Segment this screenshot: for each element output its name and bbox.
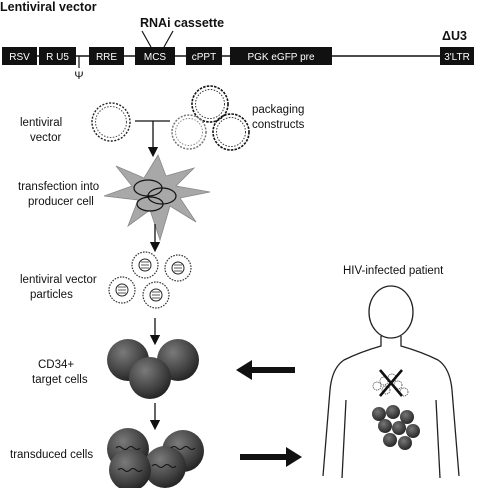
cd34-label-2: target cells <box>32 374 88 386</box>
transfection-label-2: producer cell <box>28 196 94 208</box>
figure-title: Lentiviral vector <box>0 0 97 14</box>
cd34-target-cells <box>107 339 199 399</box>
vector-particles <box>108 251 192 309</box>
infected-cells-with-cross <box>372 369 409 397</box>
particles-label-2: particles <box>30 289 73 301</box>
segment-ru5-label: R U5 <box>46 52 69 63</box>
segment-3ltr <box>440 47 474 65</box>
segment-mcs <box>135 47 175 65</box>
vector-construct: RSV R U5 RRE MCS cPPT PGK eGFP pre 3'LTR… <box>2 30 474 82</box>
transplanted-cells-in-patient <box>372 405 420 450</box>
segment-rsv-label: RSV <box>9 52 30 63</box>
segment-cppt-label: cPPT <box>192 52 216 63</box>
particles-label-1: lentiviral vector <box>20 274 97 286</box>
segment-cppt <box>186 47 222 65</box>
transduced-label: transduced cells <box>10 449 93 461</box>
cd34-label-1: CD34+ <box>38 359 74 371</box>
patient-label: HIV-infected patient <box>343 265 444 277</box>
packaging-plasmids <box>171 85 250 151</box>
segment-mcs-label: MCS <box>144 52 167 63</box>
arrow-patient-to-cd34 <box>236 360 295 380</box>
rnai-cassette-label: RNAi cassette <box>140 16 224 30</box>
lentiviral-vector-label-1: lentiviral <box>20 117 62 129</box>
packaging-label-1: packaging <box>252 104 304 116</box>
transduced-cells <box>107 428 204 488</box>
lentiviral-vector-label-2: vector <box>30 132 61 144</box>
segment-rsv <box>2 47 37 65</box>
transfection-label-1: transfection into <box>18 181 99 193</box>
arrow-transduced-to-patient <box>240 447 302 467</box>
merge-connector <box>135 120 170 158</box>
segment-rre <box>89 47 124 65</box>
producer-cell <box>103 154 211 242</box>
segment-3ltr-label: 3'LTR <box>444 52 470 63</box>
patient-silhouette <box>322 285 460 479</box>
delta-u3-label: ΔU3 <box>442 29 467 43</box>
psi-label: Ψ <box>74 70 83 82</box>
segment-ru5 <box>39 47 76 65</box>
segment-pgk-egfp-pre-label: PGK eGFP pre <box>247 52 315 63</box>
segment-rre-label: RRE <box>96 52 117 63</box>
lentiviral-vector-plasmid <box>91 102 131 142</box>
segment-pgk-egfp-pre <box>230 47 332 65</box>
packaging-label-2: constructs <box>252 119 305 131</box>
